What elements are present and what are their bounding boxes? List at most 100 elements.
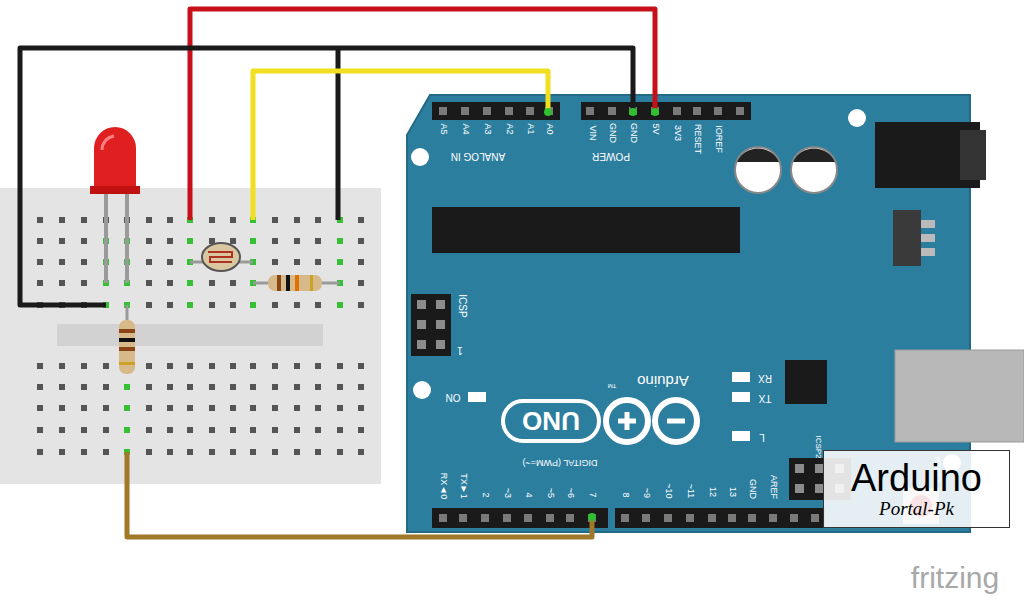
watermark-box: ArduinoPortal-Pk (823, 450, 1010, 528)
capacitor-top (737, 148, 779, 162)
breadboard-hole (103, 363, 109, 369)
header-pin (728, 514, 736, 522)
pin-label: AREF (769, 475, 778, 499)
pin-label: A5 (439, 123, 448, 134)
mounting-hole (411, 148, 429, 166)
breadboard-hole (59, 427, 65, 433)
breadboard-hole (230, 427, 236, 433)
header-pin (608, 107, 616, 115)
regulator-pin (921, 248, 935, 256)
breadboard-hole (167, 280, 173, 286)
resistor-symbol (119, 320, 135, 374)
breadboard-hole (187, 363, 193, 369)
wire-5v (190, 9, 655, 220)
pin-label: A3 (483, 123, 492, 134)
tx-led (732, 392, 750, 402)
capacitor-top (793, 148, 835, 162)
breadboard-hole (250, 302, 256, 308)
breadboard-hole (337, 427, 343, 433)
breadboard-hole (315, 427, 321, 433)
breadboard-hole (272, 427, 278, 433)
breadboard-hole (167, 238, 173, 244)
pin-label: TX►1 (459, 473, 468, 498)
breadboard-hole (124, 405, 130, 411)
header-pin (708, 514, 716, 522)
header-pin (790, 514, 798, 522)
breadboard-hole (187, 405, 193, 411)
resistor-bands (119, 329, 135, 365)
on-led (468, 392, 486, 402)
header-pin (461, 107, 469, 115)
pin-label: ~10 (664, 483, 673, 498)
breadboard-hole (272, 384, 278, 390)
analog-header (432, 102, 560, 120)
led-leg (125, 190, 129, 283)
pin-label: 3V3 (673, 125, 682, 141)
pin-label: ~9 (642, 488, 651, 498)
breadboard-hole (146, 384, 152, 390)
header-pin (642, 514, 650, 522)
pin-label: GND (629, 123, 638, 143)
breadboard-hole (209, 449, 215, 455)
voltage-regulator (893, 210, 921, 266)
breadboard-hole (250, 363, 256, 369)
breadboard-hole (37, 427, 43, 433)
breadboard-hole (146, 405, 152, 411)
uno-outline (503, 401, 599, 441)
header-pin (524, 514, 532, 522)
capacitor (735, 147, 781, 193)
breadboard-hole (209, 384, 215, 390)
pin-label: A2 (505, 123, 514, 134)
breadboard-hole (315, 238, 321, 244)
breadboard-hole (230, 449, 236, 455)
breadboard-hole (272, 302, 278, 308)
breadboard-hole (81, 363, 87, 369)
board-model: UNO (522, 408, 580, 434)
header-pin (673, 107, 681, 115)
pin-label: 7 (588, 492, 597, 497)
breadboard-hole (358, 238, 364, 244)
breadboard-hole (146, 427, 152, 433)
breadboard-hole (146, 259, 152, 265)
breadboard-hole (250, 384, 256, 390)
breadboard-hole (37, 363, 43, 369)
breadboard-hole (315, 449, 321, 455)
breadboard-hole (59, 238, 65, 244)
header-label: ICSP2 (814, 435, 822, 458)
header-pin (651, 107, 659, 115)
led-label: L (759, 432, 765, 442)
breadboard-hole (103, 405, 109, 411)
breadboard-hole (37, 217, 43, 223)
board-brand: Arduino (637, 374, 689, 389)
dc-jack (960, 130, 986, 180)
breadboard-hole (209, 427, 215, 433)
breadboard-hole (59, 363, 65, 369)
breadboard-hole (59, 259, 65, 265)
wire-led (127, 452, 592, 537)
breadboard-channel (57, 324, 323, 346)
led-leg (104, 190, 108, 283)
pin-label: ~3 (503, 488, 512, 498)
regulator-pin (921, 234, 935, 242)
breadboard-hole (315, 217, 321, 223)
breadboard-hole (146, 217, 152, 223)
breadboard-hole (250, 238, 256, 244)
breadboard-hole (37, 280, 43, 286)
breadboard-hole (146, 449, 152, 455)
header-pin (664, 514, 672, 522)
wire-gnd (336, 48, 341, 220)
rx-led (732, 372, 750, 382)
led-label: RX (758, 373, 772, 383)
pin-label: 1 (457, 345, 463, 355)
breadboard-hole (358, 405, 364, 411)
breadboard-hole (358, 259, 364, 265)
header-pin (505, 107, 513, 115)
header-pin (546, 514, 554, 522)
breadboard-hole (250, 405, 256, 411)
breadboard-hole (250, 427, 256, 433)
led-label: ON (446, 392, 461, 402)
breadboard-hole (59, 384, 65, 390)
header-pin (439, 514, 447, 522)
